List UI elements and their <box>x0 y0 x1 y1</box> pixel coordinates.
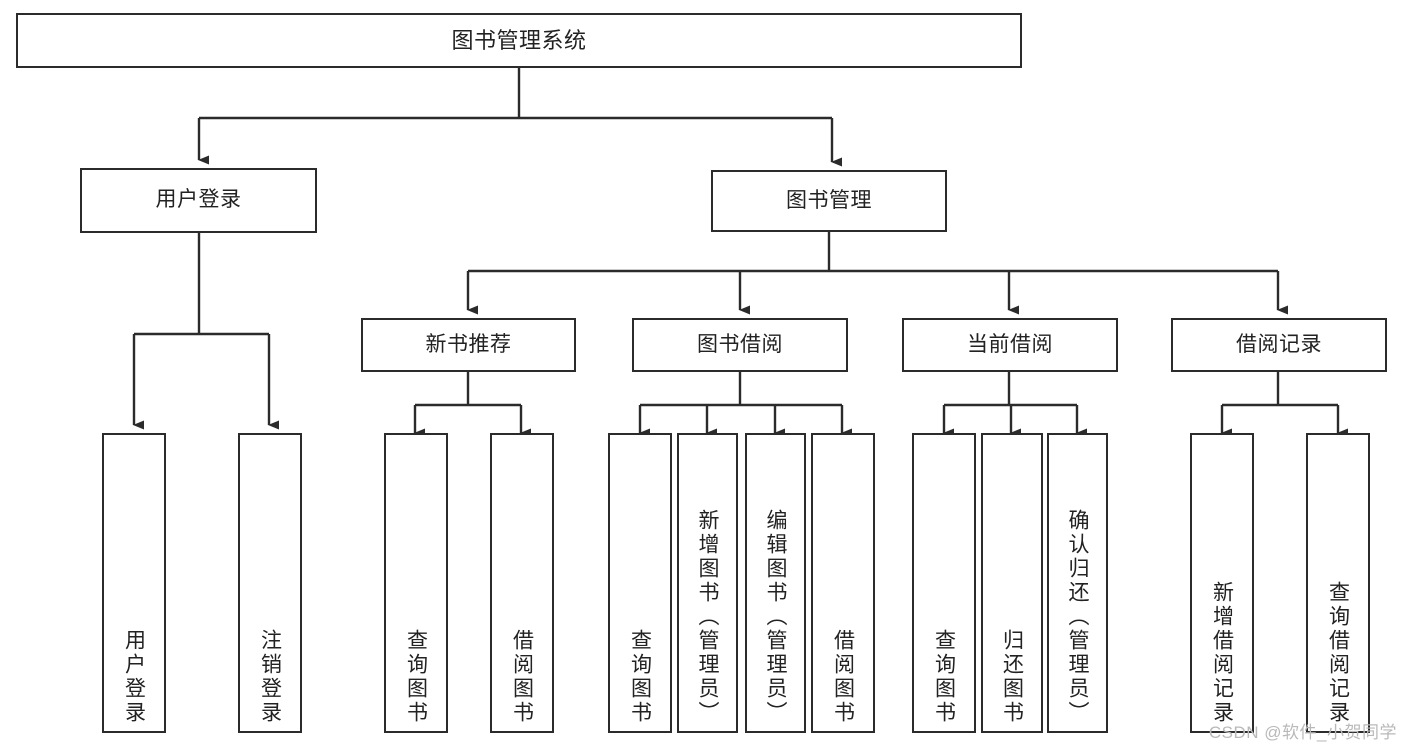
node-label: 图书管理 <box>786 188 872 212</box>
node-label: 新书推荐 <box>425 332 512 356</box>
node-label: 借阅图书 <box>510 629 534 725</box>
node-leaf-add-borrow-record[interactable]: 新增借阅记录 <box>1190 433 1254 733</box>
node-leaf-borrow-book[interactable]: 借阅图书 <box>811 433 875 733</box>
node-borrow-record[interactable]: 借阅记录 <box>1171 318 1387 372</box>
node-leaf-user-logout[interactable]: 注销登录 <box>238 433 302 733</box>
node-label: 借阅图书 <box>831 629 855 725</box>
node-new-book-recommend[interactable]: 新书推荐 <box>361 318 576 372</box>
node-leaf-add-book-admin[interactable]: 新增图书（管理员） <box>677 433 738 733</box>
node-label: 归还图书 <box>1000 629 1024 725</box>
node-leaf-query-book-borrow[interactable]: 查询图书 <box>608 433 672 733</box>
node-leaf-borrow-book-recommend[interactable]: 借阅图书 <box>490 433 554 733</box>
node-leaf-user-login[interactable]: 用户登录 <box>102 433 166 733</box>
node-leaf-query-borrow-record[interactable]: 查询借阅记录 <box>1306 433 1370 733</box>
node-current-borrow[interactable]: 当前借阅 <box>902 318 1118 372</box>
node-label: 新增图书（管理员） <box>696 509 719 725</box>
node-leaf-confirm-return-admin[interactable]: 确认归还（管理员） <box>1047 433 1108 733</box>
node-label: 新增借阅记录 <box>1210 581 1234 725</box>
node-label: 当前借阅 <box>967 332 1053 356</box>
node-label: 查询借阅记录 <box>1326 581 1350 725</box>
node-user-login[interactable]: 用户登录 <box>80 168 317 233</box>
node-root-book-management-system[interactable]: 图书管理系统 <box>16 13 1022 68</box>
node-leaf-edit-book-admin[interactable]: 编辑图书（管理员） <box>745 433 806 733</box>
node-label: 编辑图书（管理员） <box>764 509 787 725</box>
watermark: CSDN @软件_小贺同学 <box>1208 723 1397 742</box>
node-label: 用户登录 <box>122 629 146 725</box>
node-leaf-query-book-current[interactable]: 查询图书 <box>912 433 976 733</box>
node-book-management[interactable]: 图书管理 <box>711 170 947 232</box>
node-label: 图书借阅 <box>697 332 783 356</box>
node-label: 查询图书 <box>404 629 428 725</box>
node-label: 确认归还（管理员） <box>1066 509 1089 725</box>
node-label: 借阅记录 <box>1236 332 1322 356</box>
node-book-borrow[interactable]: 图书借阅 <box>632 318 848 372</box>
node-label: 查询图书 <box>628 629 652 725</box>
node-leaf-return-book[interactable]: 归还图书 <box>981 433 1043 733</box>
node-label: 用户登录 <box>155 188 242 212</box>
node-label: 图书管理系统 <box>451 27 587 53</box>
node-label: 查询图书 <box>932 629 956 725</box>
node-leaf-query-book-recommend[interactable]: 查询图书 <box>384 433 448 733</box>
node-label: 注销登录 <box>258 629 282 725</box>
